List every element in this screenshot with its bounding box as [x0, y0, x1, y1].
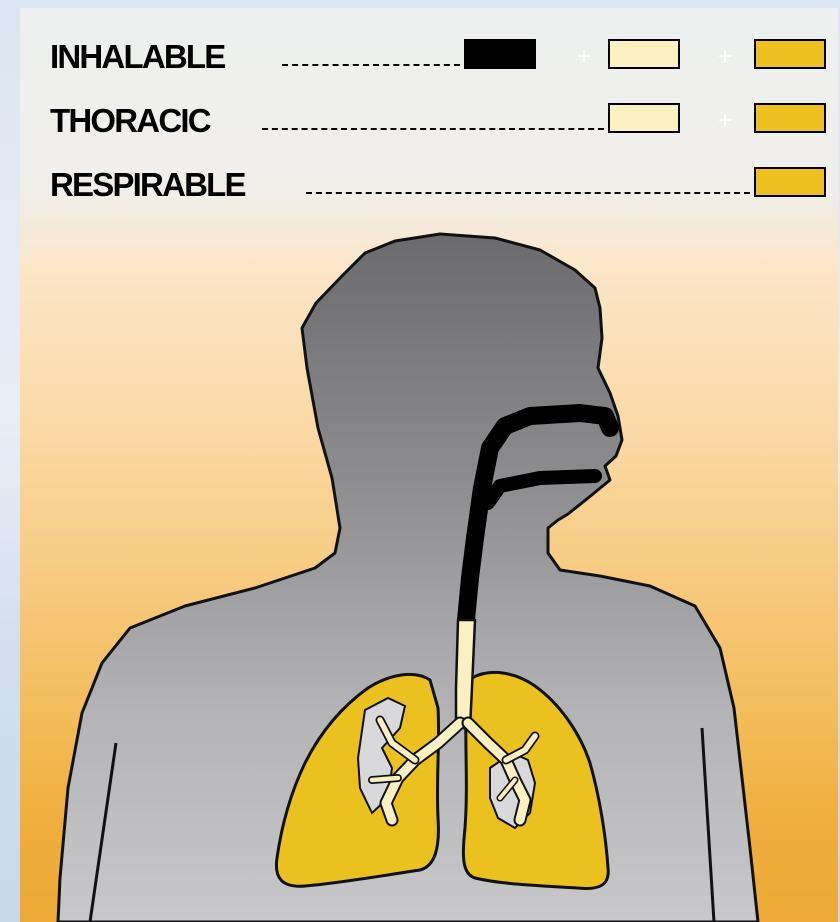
diagram-panel: INHALABLE + + THORACIC + RESPIRABLE: [20, 8, 838, 922]
respiratory-diagram: [20, 8, 838, 922]
